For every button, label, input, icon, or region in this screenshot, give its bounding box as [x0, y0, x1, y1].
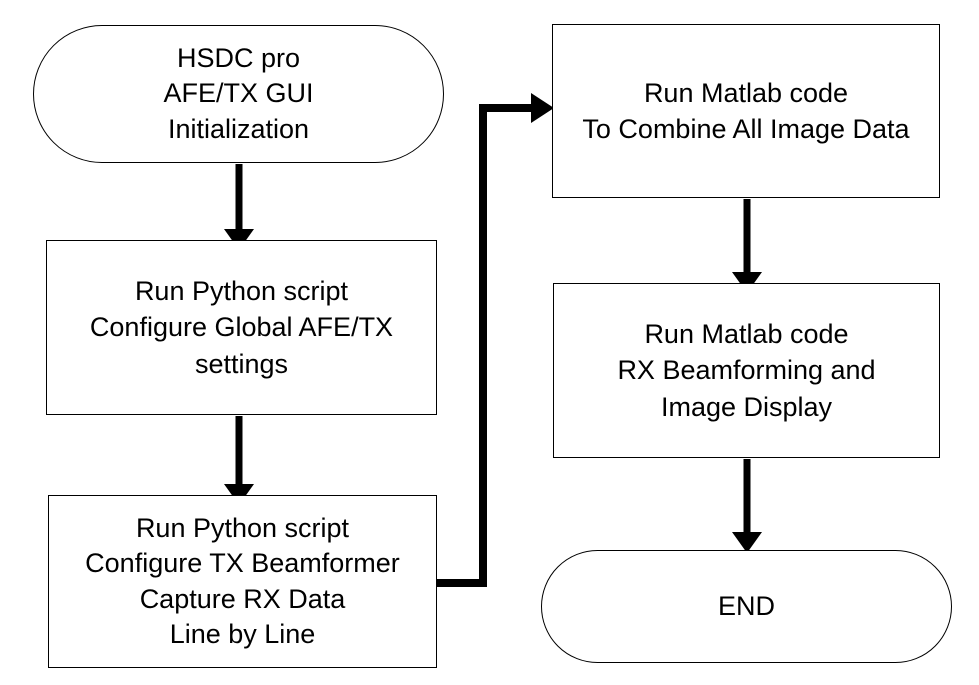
connector-combine-image-data-to-rx-beamforming [732, 199, 762, 293]
node-combine-image-data-label: Run Matlab code To Combine All Image Dat… [582, 77, 910, 144]
connector-configure-global-to-configure-tx [224, 416, 254, 505]
node-configure-tx-label: Run Python script Configure TX Beamforme… [85, 513, 400, 649]
node-configure-global-label: Run Python script Configure Global AFE/T… [89, 275, 394, 379]
connector-configure-tx-to-combine-image-data [437, 93, 554, 587]
node-start-label: HSDC pro AFE/TX GUI Initialization [163, 43, 314, 144]
node-start[interactable]: HSDC pro AFE/TX GUI Initialization [33, 25, 444, 163]
node-configure-global[interactable]: Run Python script Configure Global AFE/T… [46, 240, 437, 415]
node-configure-tx[interactable]: Run Python script Configure TX Beamforme… [48, 495, 437, 668]
connector-rx-beamforming-to-end [732, 459, 762, 553]
node-end[interactable]: END [541, 550, 952, 663]
node-end-label: END [717, 590, 775, 621]
node-rx-beamforming-label: Run Matlab code RX Beamforming and Image… [617, 318, 876, 422]
connector-start-to-configure-global [224, 164, 254, 250]
node-combine-image-data[interactable]: Run Matlab code To Combine All Image Dat… [552, 24, 940, 198]
node-rx-beamforming[interactable]: Run Matlab code RX Beamforming and Image… [553, 283, 940, 458]
